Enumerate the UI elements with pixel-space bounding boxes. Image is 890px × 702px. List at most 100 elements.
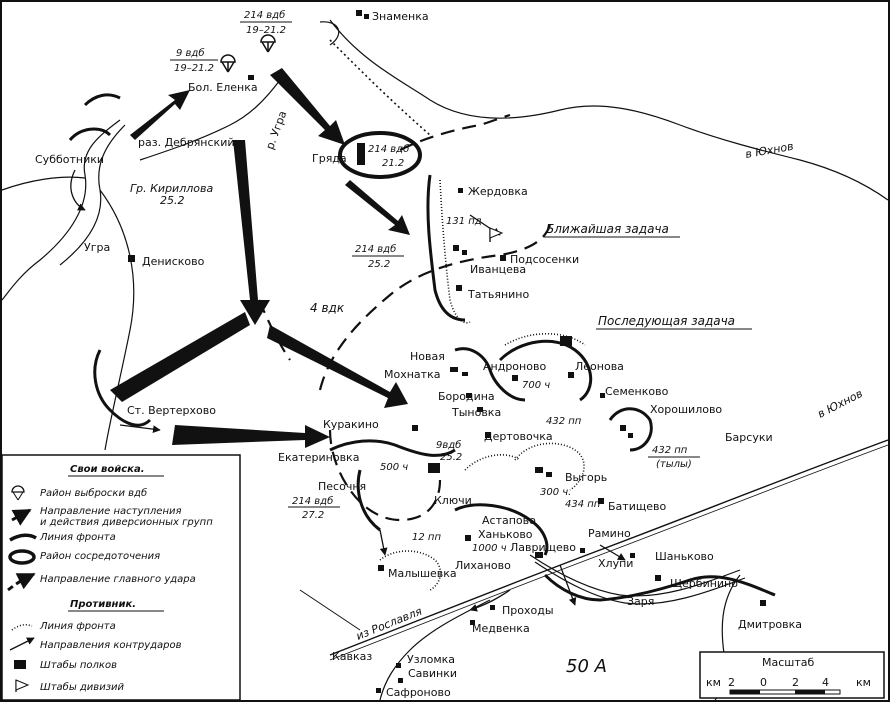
unit-432-pp-rear: 432 пп — [652, 445, 688, 456]
scale-tick-1: 0 — [760, 676, 767, 689]
place-gryada: Гряда — [312, 152, 347, 165]
place-dmitrovka: Дмитровка — [738, 618, 802, 631]
unit-214-low-date: 27.2 — [302, 510, 324, 521]
unit-9-mid-date: 25.2 — [440, 452, 462, 463]
division-hq-icon — [489, 227, 504, 242]
place-likhanovo: Лиханово — [455, 559, 511, 572]
unit-214-mid: 214 вдб — [355, 243, 396, 255]
place-uzlomka: Узломка — [407, 653, 455, 666]
legend-own-item-3: Линия фронта — [39, 532, 116, 543]
place-podsosenki: Подсосенки — [510, 253, 579, 266]
scale-bar: Масштаб км 2 0 2 4 км — [699, 651, 885, 699]
unit-432-pp-rear-note: (тылы) — [656, 459, 692, 470]
place-borodina: Бородина — [438, 390, 495, 403]
legend-regiment-hq-icon — [14, 660, 26, 669]
unit-214-top-date: 19–21.2 — [246, 25, 286, 36]
parachute-icon — [220, 54, 236, 73]
place-khoroshilovo: Хорошилово — [650, 403, 722, 416]
place-khankovo: Ханьково — [478, 528, 533, 541]
legend-enemy-item-0: Линия фронта — [39, 621, 116, 632]
task-near: Ближайшая задача — [546, 222, 669, 236]
place-bol-elenka: Бол. Еленка — [188, 81, 258, 94]
concentration-area-block — [357, 143, 365, 165]
unit-214-gryada-date: 21.2 — [382, 158, 404, 169]
place-kavkaz: Кавказ — [332, 650, 372, 663]
place-r-ugra: р. Угра — [263, 109, 289, 151]
parachute-icon — [260, 34, 276, 53]
place-ramino: Рамино — [588, 527, 631, 540]
place-gr-kirillova-date: 25.2 — [160, 194, 185, 207]
place-barsuki: Барсуки — [725, 431, 773, 444]
legend-own-item-5: Направление главного удара — [40, 574, 196, 585]
place-raz-debryansky: раз. Дебрянский — [138, 136, 235, 149]
legend-division-hq-icon — [15, 679, 30, 692]
legend-enemy-title: Противник. — [70, 599, 136, 610]
place-labels: Знаменка Бол. Еленка раз. Дебрянский Суб… — [35, 10, 865, 699]
scale-title: Масштаб — [762, 656, 814, 669]
place-klyuchi: Ключи — [434, 494, 472, 507]
unit-12-pp: 12 пп — [412, 532, 441, 543]
place-vygor: Выгорь — [565, 471, 607, 484]
unit-700: 700 ч — [522, 380, 550, 391]
legend-own-item-0: Район выброски вдб — [40, 487, 147, 499]
place-dennekovo: Денисково — [142, 255, 205, 268]
legend-enemy-item-2: Штабы полков — [40, 659, 117, 671]
place-znamenka: Знаменка — [372, 10, 429, 23]
unit-432-pp: 432 пп — [546, 416, 582, 427]
place-khlupi: Хлупи — [598, 557, 633, 570]
legend-own-title: Свои войска. — [70, 464, 145, 475]
legend-main-strike-icon — [7, 572, 36, 592]
scale-unit-left: км — [706, 676, 721, 689]
enemy-hq — [428, 227, 572, 473]
enemy-front-lines — [379, 179, 586, 591]
place-batishchevo: Батищево — [608, 500, 666, 513]
place-kurakino: Куракино — [323, 418, 379, 431]
label-to-yukhnov-1: в Юхнов — [744, 140, 794, 161]
legend: Свои войска. Район выброски вдб Направле… — [1, 454, 241, 701]
place-leonova: Леонова — [575, 360, 624, 373]
place-dertovochka: Дертовочка — [484, 430, 553, 443]
unit-214-top: 214 вдб — [244, 9, 285, 21]
place-safronovo: Сафроново — [386, 686, 451, 699]
scale-unit-right: км — [856, 676, 871, 689]
place-savinki: Савинки — [408, 667, 457, 680]
place-novaya: Новая — [410, 350, 445, 363]
unit-434-pp: 434 пп — [565, 499, 601, 510]
concentration-area — [338, 131, 422, 179]
main-strike-arrows — [110, 68, 410, 448]
place-shcherbinino: Щербинино — [670, 577, 738, 590]
place-shanovo: Шаньково — [655, 550, 714, 563]
place-astapovo: Астапово — [482, 514, 536, 527]
scale-tick-3: 4 — [822, 676, 829, 689]
drop-zones — [220, 34, 276, 73]
legend-own-front-icon — [9, 533, 37, 542]
legend-parachute-icon — [11, 485, 25, 501]
place-pesochnya: Песочня — [318, 480, 366, 493]
place-semenkovo: Семенково — [605, 385, 669, 398]
unit-131-pd: 131 пд — [446, 216, 482, 227]
unit-9-top-date: 19–21.2 — [174, 63, 214, 74]
place-zarya: Заря — [627, 595, 654, 608]
place-tynovka: Тыновка — [451, 406, 501, 419]
unit-300: 300 ч. — [540, 487, 571, 498]
unit-214-low: 214 вдб — [292, 495, 333, 507]
thin-arrows — [70, 169, 626, 612]
settlements — [128, 10, 766, 693]
army-50a: 50 А — [566, 656, 607, 677]
legend-counterattack-icon — [9, 637, 35, 651]
unit-9-top: 9 вдб — [176, 47, 205, 59]
legend-own-item-4: Район сосредоточения — [40, 551, 160, 562]
unit-1000: 1000 ч — [472, 543, 507, 554]
unit-214-gryada: 214 вдб — [368, 143, 409, 155]
place-tatyanino: Татьянино — [467, 288, 530, 301]
legend-enemy-item-3: Штабы дивизий — [40, 681, 125, 693]
unit-500: 500 ч — [380, 462, 408, 473]
task-labels: Ближайшая задача Последующая задача — [544, 222, 752, 330]
legend-concentration-icon — [8, 549, 36, 565]
place-mokhnatka: Мохнатка — [384, 368, 440, 381]
task-next: Последующая задача — [598, 314, 735, 328]
place-ivantseva: Иванцева — [470, 263, 526, 276]
roads — [299, 39, 889, 661]
